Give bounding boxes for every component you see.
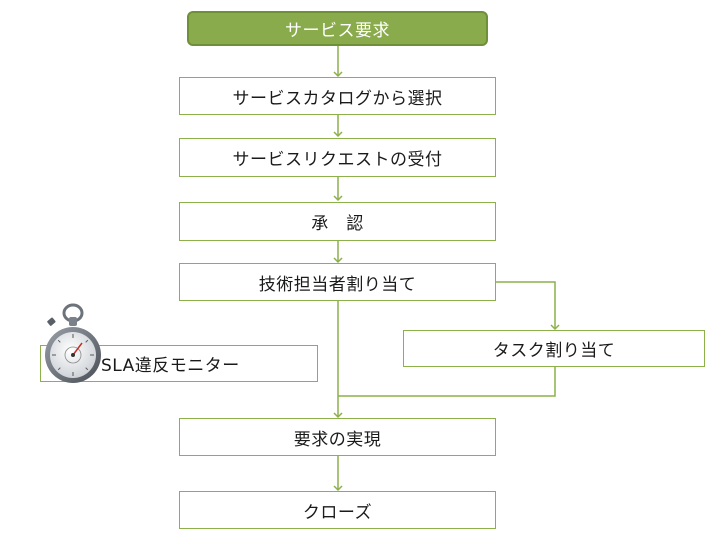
stopwatch-icon xyxy=(45,303,101,383)
node-accept-request-label: サービスリクエストの受付 xyxy=(232,150,443,170)
arrow-assign-to-task xyxy=(496,281,560,331)
node-approval: 承 認 xyxy=(179,202,496,241)
node-close-label: クローズ xyxy=(302,502,373,523)
node-task-assignment-label: タスク割り当て xyxy=(492,341,616,361)
node-select-from-catalog: サービスカタログから選択 xyxy=(179,77,496,115)
node-service-request-label: サービス要求 xyxy=(285,21,390,41)
node-close: クローズ xyxy=(179,491,496,529)
node-sla-monitor-label: SLA違反モニター xyxy=(101,356,240,376)
node-fulfill-request: 要求の実現 xyxy=(179,418,496,456)
line-task-merge xyxy=(338,366,556,397)
node-service-request: サービス要求 xyxy=(187,11,488,46)
node-accept-request: サービスリクエストの受付 xyxy=(179,138,496,177)
node-select-from-catalog-label: サービスカタログから選択 xyxy=(232,88,443,109)
node-approval-label: 承 認 xyxy=(311,214,364,234)
node-fulfill-request-label: 要求の実現 xyxy=(293,429,382,450)
node-assign-technician: 技術担当者割り当て xyxy=(179,263,496,301)
node-assign-technician-label: 技術担当者割り当て xyxy=(258,274,417,295)
node-task-assignment: タスク割り当て xyxy=(403,330,705,367)
